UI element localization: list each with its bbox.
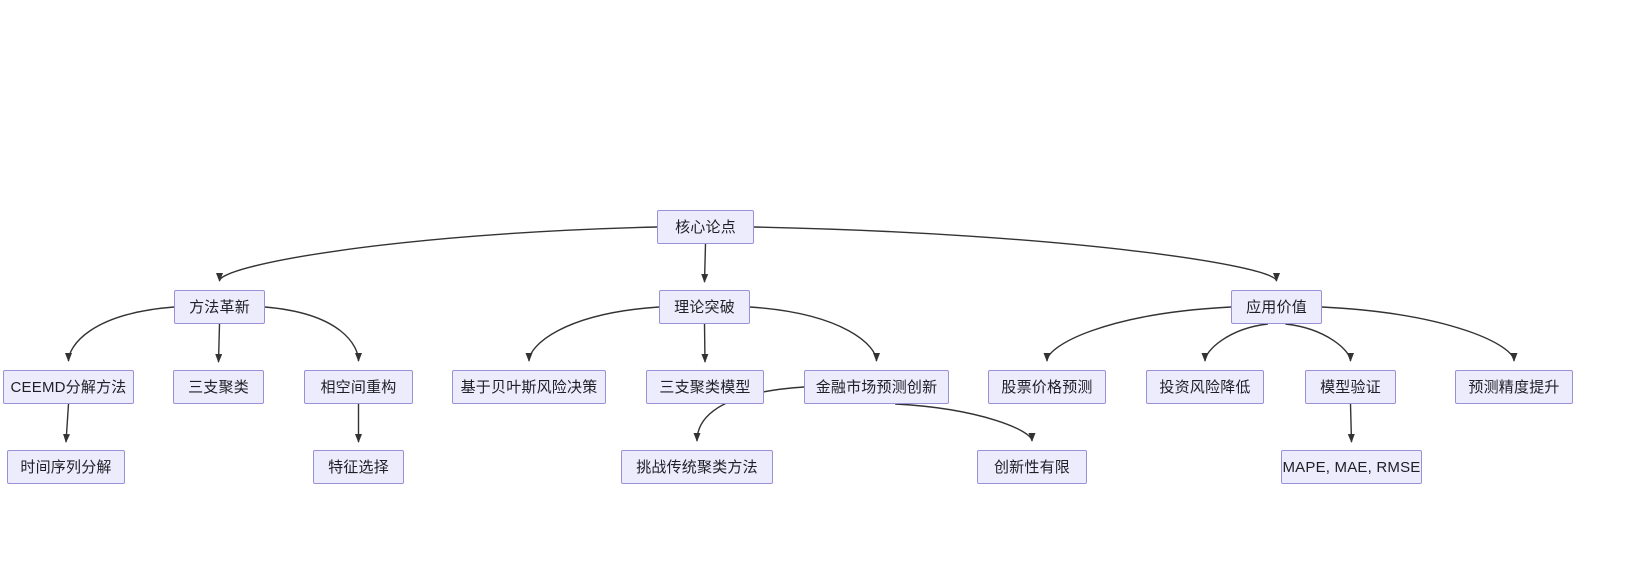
node-label: 相空间重构: [320, 378, 397, 396]
node-n4[interactable]: CEEMD分解方法: [3, 370, 134, 404]
node-n2[interactable]: 理论突破: [659, 290, 750, 324]
edge-n1-n5: [215, 323, 223, 363]
node-n0[interactable]: 核心论点: [657, 210, 754, 244]
edge-n3-n10: [1043, 306, 1232, 362]
edge-n9-n16: [693, 386, 805, 442]
node-label: 理论突破: [674, 298, 735, 316]
node-n17[interactable]: 创新性有限: [977, 450, 1087, 484]
node-n1[interactable]: 方法革新: [174, 290, 265, 324]
node-label: 创新性有限: [993, 458, 1070, 476]
node-label: 股票价格预测: [1001, 378, 1093, 396]
edge-n1-n6: [264, 306, 362, 362]
node-n15[interactable]: 特征选择: [313, 450, 404, 484]
node-label: 时间序列分解: [20, 458, 112, 476]
edge-n2-n7: [525, 306, 660, 362]
edge-n0-n2: [701, 243, 709, 283]
node-n18[interactable]: MAPE, MAE, RMSE: [1281, 450, 1422, 484]
node-label: 投资风险降低: [1159, 378, 1251, 396]
node-n11[interactable]: 投资风险降低: [1146, 370, 1264, 404]
node-n7[interactable]: 基于贝叶斯风险决策: [452, 370, 606, 404]
node-n14[interactable]: 时间序列分解: [7, 450, 125, 484]
node-label: 方法革新: [189, 298, 250, 316]
edge-n2-n8: [701, 323, 709, 363]
node-label: 核心论点: [675, 218, 736, 236]
node-label: 基于贝叶斯风险决策: [460, 378, 598, 396]
node-label: 预测精度提升: [1468, 378, 1560, 396]
edge-n3-n11: [1201, 323, 1268, 362]
node-n6[interactable]: 相空间重构: [304, 370, 413, 404]
node-n12[interactable]: 模型验证: [1305, 370, 1396, 404]
node-n9[interactable]: 金融市场预测创新: [804, 370, 949, 404]
node-label: 金融市场预测创新: [815, 378, 938, 396]
edge-n4-n14: [63, 403, 71, 443]
node-label: 三支聚类模型: [659, 378, 751, 396]
edge-n3-n13: [1321, 306, 1518, 362]
node-n5[interactable]: 三支聚类: [173, 370, 264, 404]
edge-n1-n4: [65, 306, 175, 362]
node-n13[interactable]: 预测精度提升: [1455, 370, 1573, 404]
node-label: 应用价值: [1246, 298, 1307, 316]
node-label: CEEMD分解方法: [10, 378, 127, 396]
edge-n3-n12: [1285, 323, 1354, 362]
edge-n9-n17: [895, 403, 1036, 442]
node-label: 模型验证: [1320, 378, 1381, 396]
node-n10[interactable]: 股票价格预测: [988, 370, 1106, 404]
node-label: MAPE, MAE, RMSE: [1282, 458, 1421, 476]
edge-n0-n3: [753, 226, 1280, 282]
node-n8[interactable]: 三支聚类模型: [646, 370, 764, 404]
node-n3[interactable]: 应用价值: [1231, 290, 1322, 324]
node-label: 特征选择: [328, 458, 389, 476]
node-label: 挑战传统聚类方法: [636, 458, 758, 476]
edge-n0-n1: [216, 226, 658, 282]
edge-n2-n9: [749, 306, 880, 362]
edge-n12-n18: [1347, 403, 1355, 443]
node-n16[interactable]: 挑战传统聚类方法: [621, 450, 773, 484]
node-label: 三支聚类: [188, 378, 249, 396]
